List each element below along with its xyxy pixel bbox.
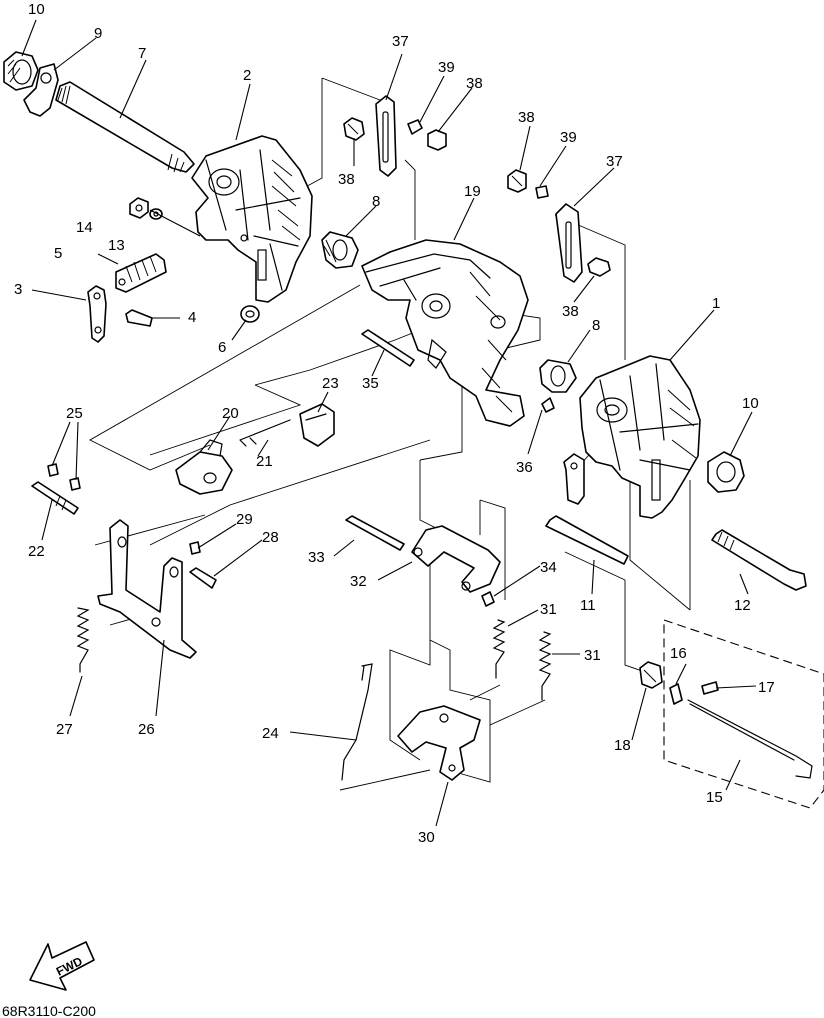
callout-17: 17: [758, 679, 775, 696]
part-15-rod-assembly-box: [663, 619, 824, 809]
part-19-swivel-bracket: [361, 239, 529, 427]
part-20-latch: [175, 439, 233, 495]
callout-31-upper: 31: [540, 601, 557, 618]
callout-32: 32: [350, 573, 367, 590]
callout-10-left: 10: [28, 1, 45, 18]
part-6-washer: [240, 305, 260, 323]
part-10-nut-left: [3, 51, 39, 91]
callout-5: 5: [54, 245, 62, 262]
part-37-plate-upper: [375, 95, 397, 177]
callout-38-upper-left: 38: [338, 171, 355, 188]
part-1-clamp-bracket-right: [579, 355, 701, 519]
part-4-pin: [125, 309, 153, 327]
part-25-clips: [47, 463, 81, 491]
part-8-bushing-left: [321, 231, 359, 269]
callout-33: 33: [308, 549, 325, 566]
part-8-bushing-right: [539, 359, 577, 393]
callout-39-upper: 39: [438, 59, 455, 76]
callout-8-left: 8: [372, 193, 380, 210]
part-17-pin: [701, 681, 719, 695]
part-7-long-bolt: [55, 81, 195, 173]
drawing-code: 68R3110-C200: [2, 1003, 96, 1018]
callout-37-upper: 37: [392, 33, 409, 50]
leader-lines: [21, 19, 757, 827]
callout-31-lower: 31: [584, 647, 601, 664]
part-33-long-pin: [345, 515, 405, 551]
callout-38-right-mid: 38: [562, 303, 579, 320]
callout-15: 15: [706, 789, 723, 806]
part-14-nut: [129, 197, 149, 219]
part-31-spring-right: [538, 631, 552, 701]
part-38-bolt-upper-left: [343, 117, 365, 141]
callout-6: 6: [218, 339, 226, 356]
callout-11: 11: [580, 597, 596, 614]
callout-13: 13: [108, 237, 125, 254]
callout-29: 29: [236, 511, 253, 528]
callout-10-right: 10: [742, 395, 759, 412]
part-1-lever: [563, 453, 585, 505]
fwd-direction-arrow: FWD: [29, 941, 95, 991]
part-36-clip: [541, 397, 555, 413]
part-11-tube: [545, 515, 629, 565]
part-32-link: [411, 525, 501, 593]
part-38-bolt-upper-right: [427, 129, 447, 151]
callout-labels: 10 9 7 2 14 13 5 3 4 6 8 37 39 38 38 38 …: [14, 1, 775, 846]
part-3-link: [87, 285, 107, 343]
callout-19: 19: [464, 183, 481, 200]
part-2-clamp-bracket-left: [191, 135, 313, 303]
part-38-bolt-right-mid: [587, 257, 611, 277]
part-34-clip: [481, 591, 495, 607]
callout-23: 23: [322, 375, 339, 392]
callout-14: 14: [76, 219, 93, 236]
callout-1: 1: [712, 295, 720, 312]
callout-20: 20: [222, 405, 239, 422]
part-29-clip: [189, 541, 201, 555]
part-21-spring-rod: [239, 419, 291, 447]
callout-8-right: 8: [592, 317, 600, 334]
callout-27: 27: [56, 721, 73, 738]
callout-22: 22: [28, 543, 45, 560]
callout-38-right-top: 38: [518, 109, 535, 126]
part-22-bolt: [31, 481, 79, 515]
callout-30: 30: [418, 829, 435, 846]
callout-25: 25: [66, 405, 83, 422]
part-38-bolt-right-top: [507, 169, 527, 193]
callout-12: 12: [734, 597, 751, 614]
callout-9: 9: [94, 25, 102, 42]
part-5-screw: [115, 253, 167, 293]
part-27-spring: [76, 607, 90, 673]
callout-7: 7: [138, 45, 146, 62]
part-24-rod: [341, 663, 373, 781]
part-39-washer-right: [535, 185, 549, 199]
part-16-clip: [669, 683, 683, 705]
callout-26: 26: [138, 721, 155, 738]
part-23-plate: [299, 403, 335, 447]
callout-36: 36: [516, 459, 533, 476]
part-28-bolt: [189, 567, 217, 589]
part-35-pin: [361, 329, 415, 367]
callout-34: 34: [540, 559, 557, 576]
part-12-long-bolt: [711, 529, 807, 591]
part-37-plate-right: [555, 203, 583, 283]
callout-2: 2: [243, 67, 251, 84]
part-26-lever-bracket: [97, 519, 197, 659]
part-39-washer-upper: [407, 119, 423, 135]
part-30-lever: [397, 705, 481, 781]
callout-16: 16: [670, 645, 687, 662]
callout-18: 18: [614, 737, 631, 754]
callout-35: 35: [362, 375, 379, 392]
part-31-spring-left: [492, 619, 506, 679]
part-10-nut-right: [707, 451, 745, 493]
callout-4: 4: [188, 309, 196, 326]
callout-28: 28: [262, 529, 279, 546]
callout-24: 24: [262, 725, 279, 742]
callout-37-right: 37: [606, 153, 623, 170]
callout-3: 3: [14, 281, 22, 298]
part-18-nut: [639, 661, 663, 689]
callout-38-upper-right: 38: [466, 75, 483, 92]
callout-39-right: 39: [560, 129, 577, 146]
callout-21: 21: [256, 453, 273, 470]
